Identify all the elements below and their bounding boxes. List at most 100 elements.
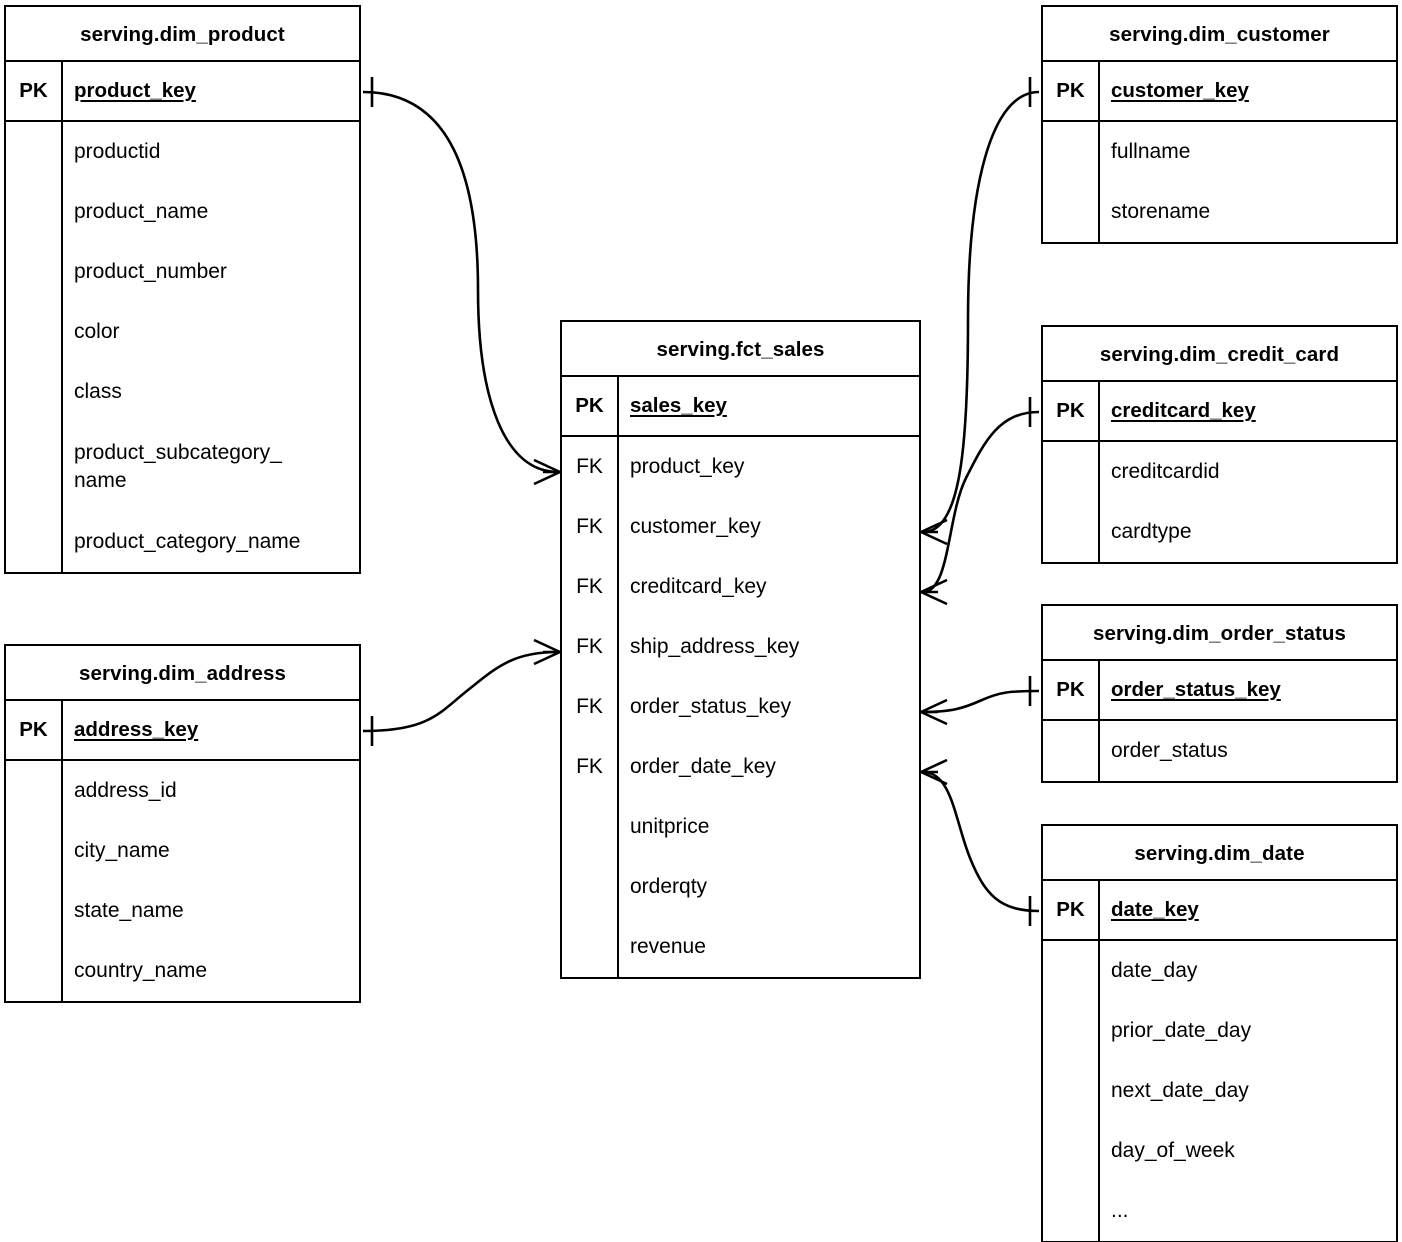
primary-key-row[interactable]: PK customer_key bbox=[1043, 62, 1396, 122]
pk-badge: PK bbox=[6, 62, 63, 120]
pk-badge: PK bbox=[562, 377, 619, 435]
entity-dim-product[interactable]: serving.dim_product PK product_key produ… bbox=[4, 5, 361, 574]
crowsfoot-order-status bbox=[920, 698, 948, 726]
key-cell bbox=[1043, 1001, 1098, 1061]
key-cell bbox=[6, 242, 61, 302]
attribute-column: productid product_name product_number co… bbox=[63, 122, 359, 572]
attribute-row: order_status_key bbox=[630, 695, 792, 718]
key-column bbox=[1043, 721, 1100, 781]
pk-field-name: creditcard_key bbox=[1111, 399, 1256, 422]
relationship-line-order-status bbox=[920, 676, 1040, 726]
primary-key-row[interactable]: PK address_key bbox=[6, 701, 359, 761]
key-cell bbox=[562, 797, 617, 857]
attribute-section: address_id city_name state_name country_… bbox=[6, 761, 359, 1001]
key-cell bbox=[6, 512, 61, 572]
attribute-row: city_name bbox=[74, 839, 170, 862]
attribute-row: revenue bbox=[630, 935, 706, 958]
key-cell bbox=[1043, 442, 1098, 502]
attribute-row: country_name bbox=[74, 959, 208, 982]
key-cell bbox=[1043, 122, 1098, 182]
attribute-section: FK FK FK FK FK FK product_key customer_k… bbox=[562, 437, 919, 977]
fk-badge: FK bbox=[576, 635, 603, 658]
relationship-line-credit-card bbox=[920, 397, 1040, 606]
key-column bbox=[1043, 941, 1100, 1241]
key-cell bbox=[562, 917, 617, 977]
key-cell bbox=[6, 941, 61, 1001]
primary-key-row[interactable]: PK order_status_key bbox=[1043, 661, 1396, 721]
attribute-section: date_day prior_date_day next_date_day da… bbox=[1043, 941, 1396, 1241]
entity-fct-sales[interactable]: serving.fct_sales PK sales_key FK FK FK … bbox=[560, 320, 921, 979]
key-cell bbox=[6, 182, 61, 242]
pk-field-name: address_key bbox=[74, 718, 199, 741]
key-cell bbox=[1043, 182, 1098, 242]
attribute-row: fullname bbox=[1111, 140, 1191, 163]
attribute-row-line2: name bbox=[74, 469, 127, 492]
fk-badge: FK bbox=[576, 455, 603, 478]
attribute-row: date_day bbox=[1111, 959, 1198, 982]
crowsfoot-product bbox=[533, 458, 561, 486]
relationship-line-address bbox=[362, 638, 561, 746]
key-column bbox=[6, 122, 63, 572]
key-column bbox=[1043, 122, 1100, 242]
primary-key-row[interactable]: PK sales_key bbox=[562, 377, 919, 437]
primary-key-row[interactable]: PK product_key bbox=[6, 62, 359, 122]
attribute-row: order_date_key bbox=[630, 755, 776, 778]
entity-title: serving.dim_order_status bbox=[1043, 606, 1396, 661]
entity-dim-customer[interactable]: serving.dim_customer PK customer_key ful… bbox=[1041, 5, 1398, 244]
attribute-row: cardtype bbox=[1111, 520, 1192, 543]
pk-field-name: product_key bbox=[74, 79, 196, 102]
attribute-row: product_subcategory_ name bbox=[63, 422, 359, 512]
attribute-row: address_id bbox=[74, 779, 177, 802]
attribute-row: ship_address_key bbox=[630, 635, 800, 658]
entity-title: serving.dim_address bbox=[6, 646, 359, 701]
key-column bbox=[1043, 442, 1100, 562]
attribute-row: class bbox=[74, 380, 122, 403]
pk-badge: PK bbox=[6, 701, 63, 759]
attribute-section: creditcardid cardtype bbox=[1043, 442, 1396, 562]
attribute-row: product_number bbox=[74, 260, 227, 283]
key-cell bbox=[6, 422, 61, 512]
key-cell bbox=[1043, 502, 1098, 562]
attribute-row: state_name bbox=[74, 899, 184, 922]
attribute-row: customer_key bbox=[630, 515, 761, 538]
key-cell bbox=[1043, 941, 1098, 1001]
key-cell bbox=[6, 821, 61, 881]
attribute-row: productid bbox=[74, 140, 161, 163]
attribute-row: orderqty bbox=[630, 875, 708, 898]
attribute-row: product_category_name bbox=[74, 530, 301, 553]
attribute-section: productid product_name product_number co… bbox=[6, 122, 359, 572]
attribute-column: product_key customer_key creditcard_key … bbox=[619, 437, 919, 977]
attribute-row: color bbox=[74, 320, 120, 343]
attribute-row-line1: product_subcategory_ bbox=[74, 441, 282, 464]
crowsfoot-credit-card bbox=[920, 578, 948, 606]
entity-dim-date[interactable]: serving.dim_date PK date_key date_day pr… bbox=[1041, 824, 1398, 1242]
entity-dim-address[interactable]: serving.dim_address PK address_key addre… bbox=[4, 644, 361, 1003]
attribute-row: ... bbox=[1111, 1199, 1129, 1222]
primary-key-row[interactable]: PK date_key bbox=[1043, 881, 1396, 941]
key-cell bbox=[1043, 721, 1098, 781]
entity-title: serving.dim_customer bbox=[1043, 7, 1396, 62]
attribute-row: next_date_day bbox=[1111, 1079, 1249, 1102]
pk-badge: PK bbox=[1043, 62, 1100, 120]
attribute-column: order_status bbox=[1100, 721, 1396, 781]
entity-dim-order-status[interactable]: serving.dim_order_status PK order_status… bbox=[1041, 604, 1398, 783]
relationship-line-product bbox=[362, 77, 561, 486]
pk-badge: PK bbox=[1043, 661, 1100, 719]
attribute-row: day_of_week bbox=[1111, 1139, 1235, 1162]
key-column: FK FK FK FK FK FK bbox=[562, 437, 619, 977]
key-cell bbox=[562, 857, 617, 917]
crowsfoot-customer bbox=[920, 518, 948, 546]
pk-badge: PK bbox=[1043, 382, 1100, 440]
key-cell bbox=[6, 362, 61, 422]
attribute-column: address_id city_name state_name country_… bbox=[63, 761, 359, 1001]
pk-field-name: customer_key bbox=[1111, 79, 1249, 102]
entity-dim-credit-card[interactable]: serving.dim_credit_card PK creditcard_ke… bbox=[1041, 325, 1398, 564]
attribute-column: date_day prior_date_day next_date_day da… bbox=[1100, 941, 1396, 1241]
primary-key-row[interactable]: PK creditcard_key bbox=[1043, 382, 1396, 442]
entity-title: serving.dim_date bbox=[1043, 826, 1396, 881]
attribute-row: prior_date_day bbox=[1111, 1019, 1252, 1042]
attribute-column: fullname storename bbox=[1100, 122, 1396, 242]
key-column bbox=[6, 761, 63, 1001]
pk-field-name: date_key bbox=[1111, 898, 1199, 921]
